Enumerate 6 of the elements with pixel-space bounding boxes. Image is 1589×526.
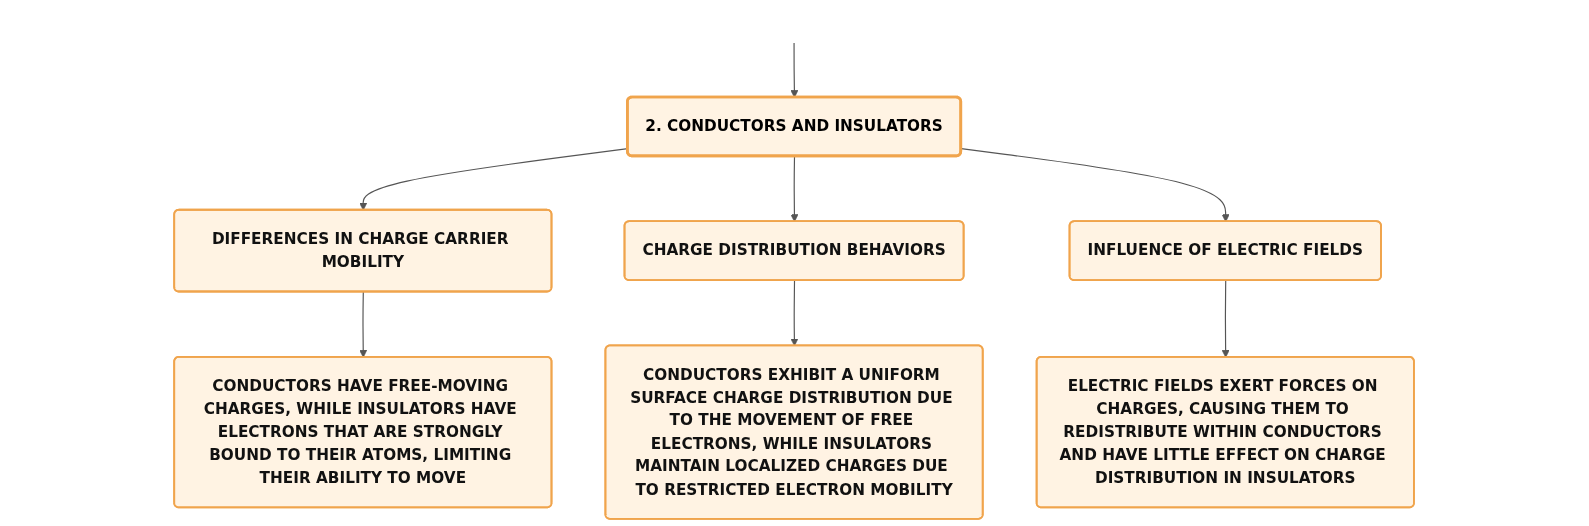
arrow — [961, 148, 1231, 223]
arrow — [790, 279, 799, 347]
arrow — [790, 42, 799, 98]
arrow — [1222, 279, 1231, 358]
arrow — [359, 291, 368, 358]
arrow — [790, 155, 799, 223]
